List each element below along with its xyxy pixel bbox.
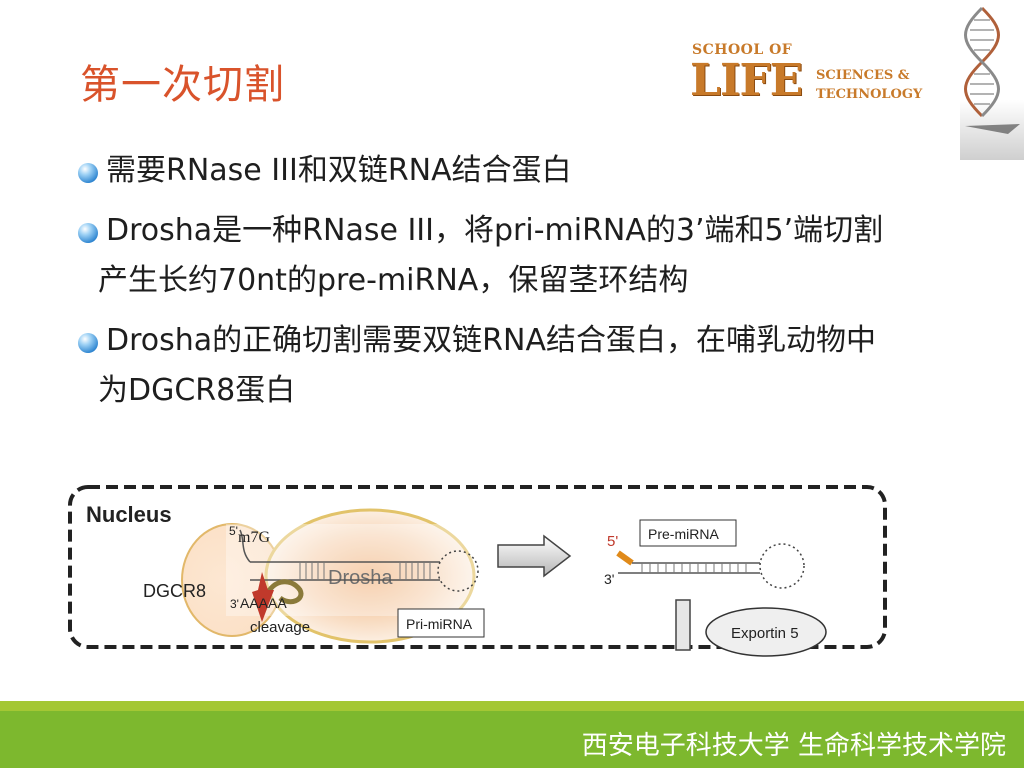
bullet-item: Drosha是一种RNase III，将pri-miRNA的3’端和5’端切割产…: [78, 206, 888, 306]
nucleus-boundary: [68, 485, 887, 649]
bullet-dot-icon: [78, 333, 98, 353]
process-arrow-icon: [497, 534, 572, 578]
pre-mirna-label: Pre-miRNA: [648, 526, 719, 542]
export-channel: [675, 599, 691, 651]
m7g-label: m7G: [238, 529, 270, 546]
exportin-label: Exportin 5: [731, 625, 799, 642]
pre-five-prime-label: 5': [607, 533, 618, 550]
cleavage-arrow-icon: [252, 572, 274, 622]
three-prime-label: 3': [230, 597, 239, 611]
pri-mirna-loop: [437, 550, 479, 592]
dgcr8-label: DGCR8: [143, 581, 206, 601]
nucleus-label: Nucleus: [86, 502, 172, 527]
logo-school-text: SCHOOL OF: [692, 42, 793, 58]
footer-institution: 西安电子科技大学 生命科学技术学院: [581, 731, 1006, 761]
pri-mirna-label: Pri-miRNA: [406, 616, 473, 632]
school-logo: SCHOOL OF LIFE SCIENCES & TECHNOLOGY: [690, 42, 950, 112]
bullet-text: Drosha的正确切割需要双链RNA结合蛋白，在哺乳动物中为DGCR8蛋白: [98, 323, 876, 408]
drosha-label: Drosha: [328, 567, 393, 589]
pre-three-prime-label: 3': [604, 571, 614, 587]
bullet-item: Drosha的正确切割需要双链RNA结合蛋白，在哺乳动物中为DGCR8蛋白: [78, 316, 888, 416]
dna-helix-decoration: [960, 6, 1024, 160]
bullet-item: 需要RNase III和双链RNA结合蛋白: [78, 146, 888, 196]
bullet-dot-icon: [78, 223, 98, 243]
bullet-dot-icon: [78, 163, 98, 183]
footer-bar: 西安电子科技大学 生命科学技术学院: [0, 711, 1024, 768]
pre-mirna-loop: [759, 543, 805, 589]
footer-accent-line: [0, 701, 1024, 711]
logo-technology-text: TECHNOLOGY: [816, 87, 923, 102]
bullet-text: 需要RNase III和双链RNA结合蛋白: [106, 153, 572, 188]
cleavage-label: cleavage: [250, 619, 310, 636]
bullet-list: 需要RNase III和双链RNA结合蛋白 Drosha是一种RNase III…: [78, 146, 888, 426]
slide-title: 第一次切割: [80, 62, 285, 108]
five-prime-label: 5': [229, 524, 238, 538]
bullet-text: Drosha是一种RNase III，将pri-miRNA的3’端和5’端切割产…: [98, 213, 884, 298]
logo-life-text: LIFE: [690, 55, 803, 106]
drosha-cleavage-diagram: Nucleus DGCR8 Drosha 5' m7G 3' AAAAA cle…: [68, 485, 887, 657]
logo-sciences-text: SCIENCES &: [816, 68, 910, 83]
pre-mirna-stem: [618, 562, 760, 574]
exportin-protein: [705, 607, 827, 657]
poly-a-label: AAAAA: [240, 595, 287, 611]
